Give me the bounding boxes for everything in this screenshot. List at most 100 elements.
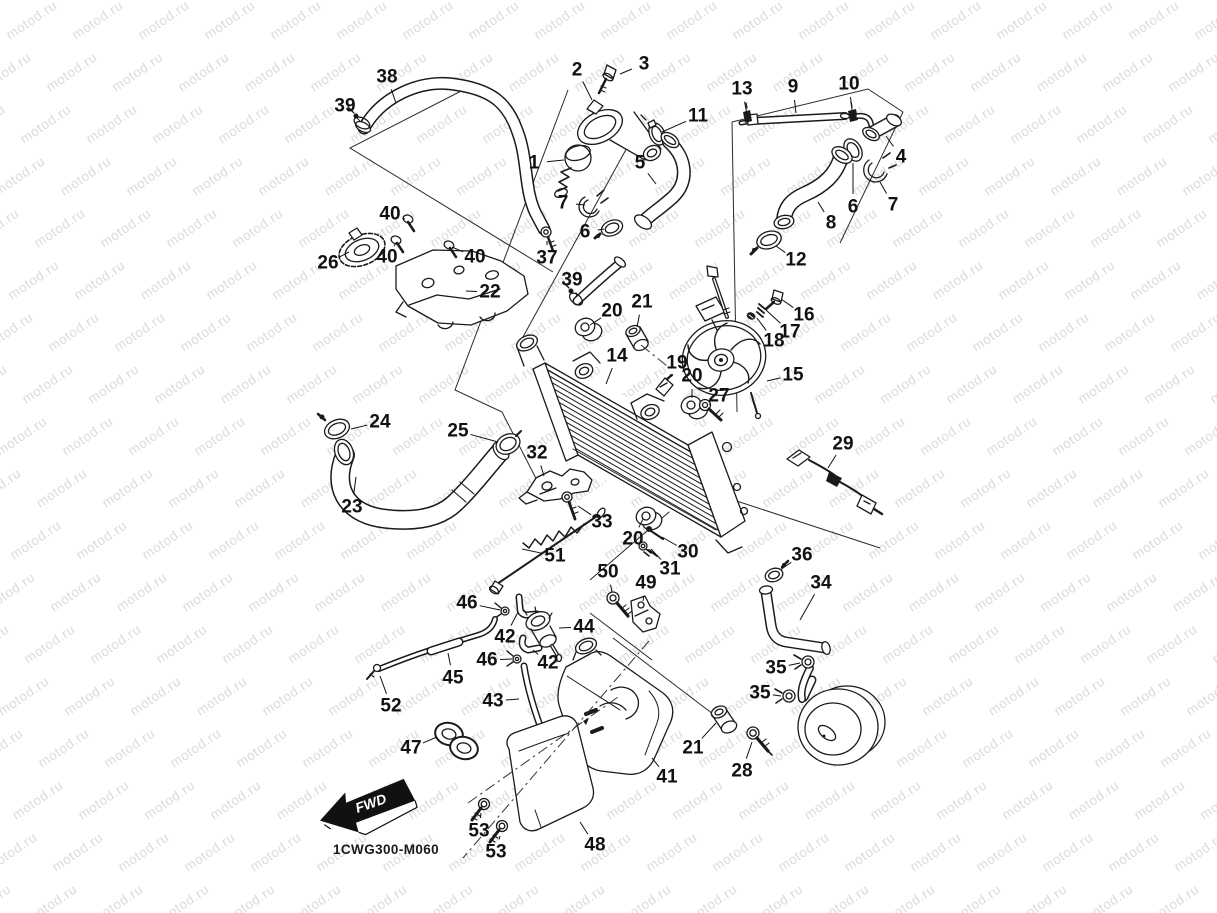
callout-44: 44 (573, 617, 595, 638)
watermark-text: motod.ru (919, 674, 976, 719)
watermark-text: motod.ru (1193, 258, 1217, 303)
inlet-pipe-group (738, 101, 903, 256)
watermark-text: motod.ru (311, 570, 368, 615)
watermark-text: motod.ru (0, 674, 52, 719)
water-pump-pipe-group (710, 559, 886, 766)
watermark-text: motod.ru (389, 414, 446, 459)
watermark-text: motod.ru (735, 778, 792, 823)
watermark-text: motod.ru (1065, 778, 1122, 823)
watermark-text: motod.ru (1009, 362, 1066, 407)
watermark-text: motod.ru (233, 726, 290, 771)
watermark-text: motod.ru (585, 154, 642, 199)
watermark-text: motod.ru (257, 414, 314, 459)
watermark-text: motod.ru (881, 882, 938, 913)
leader-line-48-58 (579, 821, 589, 835)
watermark-text: motod.ru (1117, 674, 1174, 719)
frame-lines (348, 87, 904, 715)
callout-46: 46 (476, 650, 497, 671)
watermark-text: motod.ru (1037, 570, 1094, 615)
leader-line-49-45 (642, 595, 645, 602)
leader-line-21-61 (701, 722, 717, 739)
sensor-sub-lead (786, 449, 884, 516)
watermark-text: motod.ru (917, 414, 974, 459)
watermark-text: motod.ru (709, 830, 766, 875)
watermark-text: motod.ru (947, 882, 1004, 913)
callout-4: 4 (896, 147, 907, 168)
leader-line-42-52 (532, 649, 539, 655)
watermark-text: motod.ru (83, 102, 140, 147)
watermark-text: motod.ru (333, 0, 390, 42)
callout-28: 28 (731, 761, 752, 782)
watermark-text: motod.ru (181, 830, 238, 875)
watermark-text: motod.ru (0, 570, 38, 615)
leader-line-23-37 (353, 476, 357, 495)
watermark-text: motod.ru (1105, 830, 1162, 875)
watermark-text: motod.ru (85, 362, 142, 407)
watermark-text: motod.ru (201, 0, 258, 42)
watermark-text: motod.ru (287, 882, 344, 913)
watermark-text: motod.ru (691, 206, 748, 251)
watermark-text: motod.ru (877, 362, 934, 407)
watermark-text: motod.ru (507, 310, 564, 355)
watermark-text: motod.ru (865, 518, 922, 563)
cooling-fan (681, 265, 767, 420)
watermark-text: motod.ru (1143, 622, 1200, 667)
watermark-text: motod.ru (945, 622, 1002, 667)
watermark-text: motod.ru (87, 622, 144, 667)
watermark-text: motod.ru (1059, 0, 1116, 42)
callout-53: 53 (485, 842, 506, 863)
watermark-text: motod.ru (959, 726, 1016, 771)
callout-18: 18 (763, 331, 784, 352)
leader-line-18-33 (756, 317, 767, 331)
watermark-text: motod.ru (141, 778, 198, 823)
watermark-text: motod.ru (1171, 830, 1217, 875)
radiator-cap-and-bracket (338, 214, 529, 330)
watermark-text: motod.ru (1023, 466, 1080, 511)
watermark-text: motod.ru (969, 310, 1026, 355)
watermark-text: motod.ru (851, 414, 908, 459)
watermark-text: motod.ru (955, 206, 1012, 251)
leader-line-39-9 (575, 292, 578, 297)
watermark-text: motod.ru (867, 778, 924, 823)
callout-2: 2 (572, 60, 583, 81)
watermark-text: motod.ru (1141, 362, 1198, 407)
watermark-text: motod.ru (837, 310, 894, 355)
watermark-text: motod.ru (349, 362, 406, 407)
watermark-text: motod.ru (273, 778, 330, 823)
watermark-text: motod.ru (1207, 362, 1217, 407)
callout-26: 26 (317, 253, 338, 274)
mounting-grommets (574, 317, 724, 557)
leader-line-40-22 (451, 246, 464, 253)
leader-line-33-39 (577, 505, 592, 516)
callout-9: 9 (788, 77, 799, 98)
leader-line-20-40 (638, 518, 644, 528)
watermark-text: motod.ru (907, 830, 964, 875)
callout-20: 20 (622, 529, 643, 550)
callout-49: 49 (635, 573, 656, 594)
watermark-text: motod.ru (863, 258, 920, 303)
watermark-text: motod.ru (363, 466, 420, 511)
watermark-text: motod.ru (861, 0, 918, 42)
callout-7: 7 (558, 193, 569, 214)
callout-39: 39 (334, 96, 355, 117)
watermark-text: motod.ru (0, 830, 40, 875)
callout-43: 43 (482, 691, 503, 712)
watermark-text: motod.ru (1129, 518, 1186, 563)
watermark-text: motod.ru (1089, 466, 1146, 511)
callout-52: 52 (380, 696, 401, 717)
watermark-text: motod.ru (927, 0, 984, 42)
watermark-text: motod.ru (465, 0, 522, 42)
watermark-text: motod.ru (259, 674, 316, 719)
callout-21: 21 (631, 292, 653, 313)
watermark-text: motod.ru (1077, 622, 1134, 667)
callout-6: 6 (848, 197, 859, 218)
watermark-text: motod.ru (749, 882, 806, 913)
leader-line-31-42 (650, 548, 662, 560)
watermark-text: motod.ru (33, 466, 90, 511)
watermark-text: motod.ru (115, 830, 172, 875)
watermark-text: motod.ru (967, 50, 1024, 95)
watermark-text: motod.ru (1209, 622, 1217, 667)
leader-line-21-25 (636, 314, 640, 328)
leader-line-2-2 (582, 81, 593, 101)
